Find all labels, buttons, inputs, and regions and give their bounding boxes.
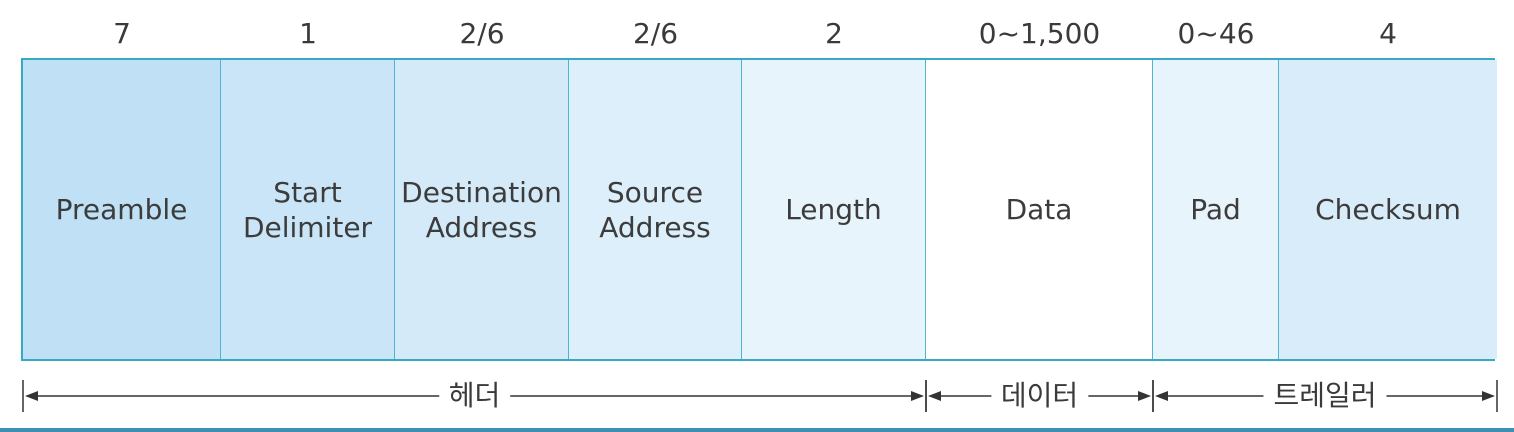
field-destination-address: Destination Address — [395, 60, 569, 359]
field-size-source-address: 2/6 — [632, 17, 679, 50]
arrow-right-icon — [1482, 391, 1495, 401]
arrow-left-icon — [928, 391, 941, 401]
field-start-delimiter: Start Delimiter — [221, 60, 395, 359]
field-length: Length — [742, 60, 926, 359]
bottom-rule — [0, 428, 1514, 432]
field-name-source-address: Source Address — [599, 175, 711, 244]
field-checksum: Checksum — [1279, 60, 1497, 359]
field-name-data: Data — [1005, 193, 1073, 226]
field-size-destination-address: 2/6 — [459, 17, 505, 50]
field-data: Data — [926, 60, 1153, 359]
field-name-start-delimiter: Start Delimiter — [242, 175, 373, 244]
arrow-left-icon — [1155, 391, 1168, 401]
arrow-right-icon — [911, 391, 924, 401]
field-name-pad: Pad — [1190, 193, 1241, 226]
field-size-checksum: 4 — [1379, 17, 1397, 50]
section-label-data: 데이터 — [990, 376, 1089, 416]
field-size-row: 7 1 2/6 2/6 2 0~1,500 0~46 4 — [0, 14, 1514, 54]
field-size-start-delimiter: 1 — [299, 17, 317, 50]
field-source-address: Source Address — [569, 60, 742, 359]
field-pad: Pad — [1153, 60, 1279, 359]
field-preamble: Preamble — [23, 60, 221, 359]
field-size-length: 2 — [825, 17, 843, 50]
field-size-pad: 0~46 — [1177, 17, 1255, 50]
section-label-trailer: 트레일러 — [1263, 376, 1387, 416]
field-name-checksum: Checksum — [1315, 193, 1461, 226]
frame-fields-bar: Preamble Start Delimiter Destination Addre… — [21, 58, 1497, 361]
field-name-destination-address: Destination Address — [401, 175, 562, 244]
arrow-left-icon — [25, 391, 38, 401]
field-size-data: 0~1,500 — [978, 17, 1101, 50]
arrow-right-icon — [1138, 391, 1151, 401]
section-label-header: 헤더 — [438, 376, 511, 416]
field-name-length: Length — [785, 193, 882, 226]
field-name-preamble: Preamble — [55, 193, 188, 226]
field-size-preamble: 7 — [113, 17, 131, 50]
